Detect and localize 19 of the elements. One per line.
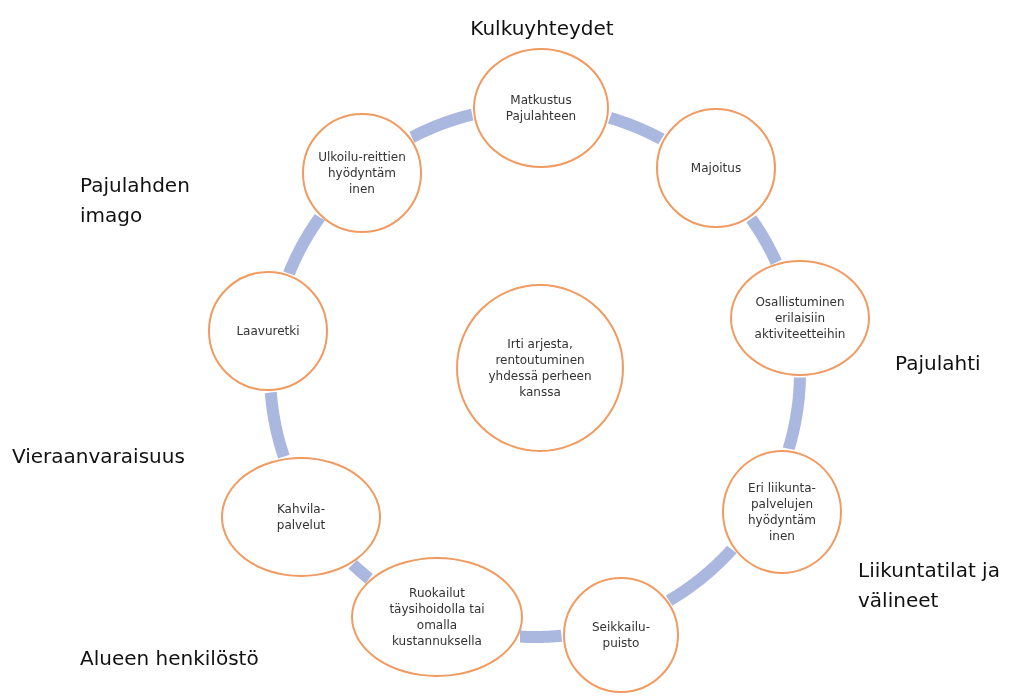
node-text: Laavuretki: [235, 322, 301, 340]
node-text: Osallistuminen erilaisiin aktiviteetteihin: [753, 293, 847, 343]
category-label: Alueen henkilöstö: [80, 645, 260, 672]
node-text: Majoitus: [689, 159, 743, 177]
node-text: Kahvila-palvelut: [275, 500, 327, 534]
ring-connector: [663, 544, 738, 607]
ring-connector: [283, 212, 326, 279]
node-text: Irti arjesta, rentoutuminen yhdessä perheen kanssa: [487, 335, 593, 401]
category-label: Pajulahti: [895, 350, 982, 377]
category-label: Pajulahden imago: [80, 172, 191, 229]
node-text: Seikkailu-puisto: [591, 618, 651, 652]
category-label: Liikuntatilat ja välineet: [858, 557, 1001, 614]
node-text: Eri liikunta-palvelujen hyödyntäm inen: [746, 479, 818, 545]
category-label: Kulkuyhteydet: [469, 15, 615, 42]
ring-connector: [347, 558, 375, 585]
category-label: Vieraanvaraisuus: [12, 443, 186, 470]
node-text: Ruokailut täysihoidolla tai omalla kustannuksella: [388, 584, 486, 650]
node-text: Ulkoilu-reittien hyödyntäm inen: [317, 148, 407, 198]
node-text: Matkustus Pajulahteen: [504, 91, 578, 125]
